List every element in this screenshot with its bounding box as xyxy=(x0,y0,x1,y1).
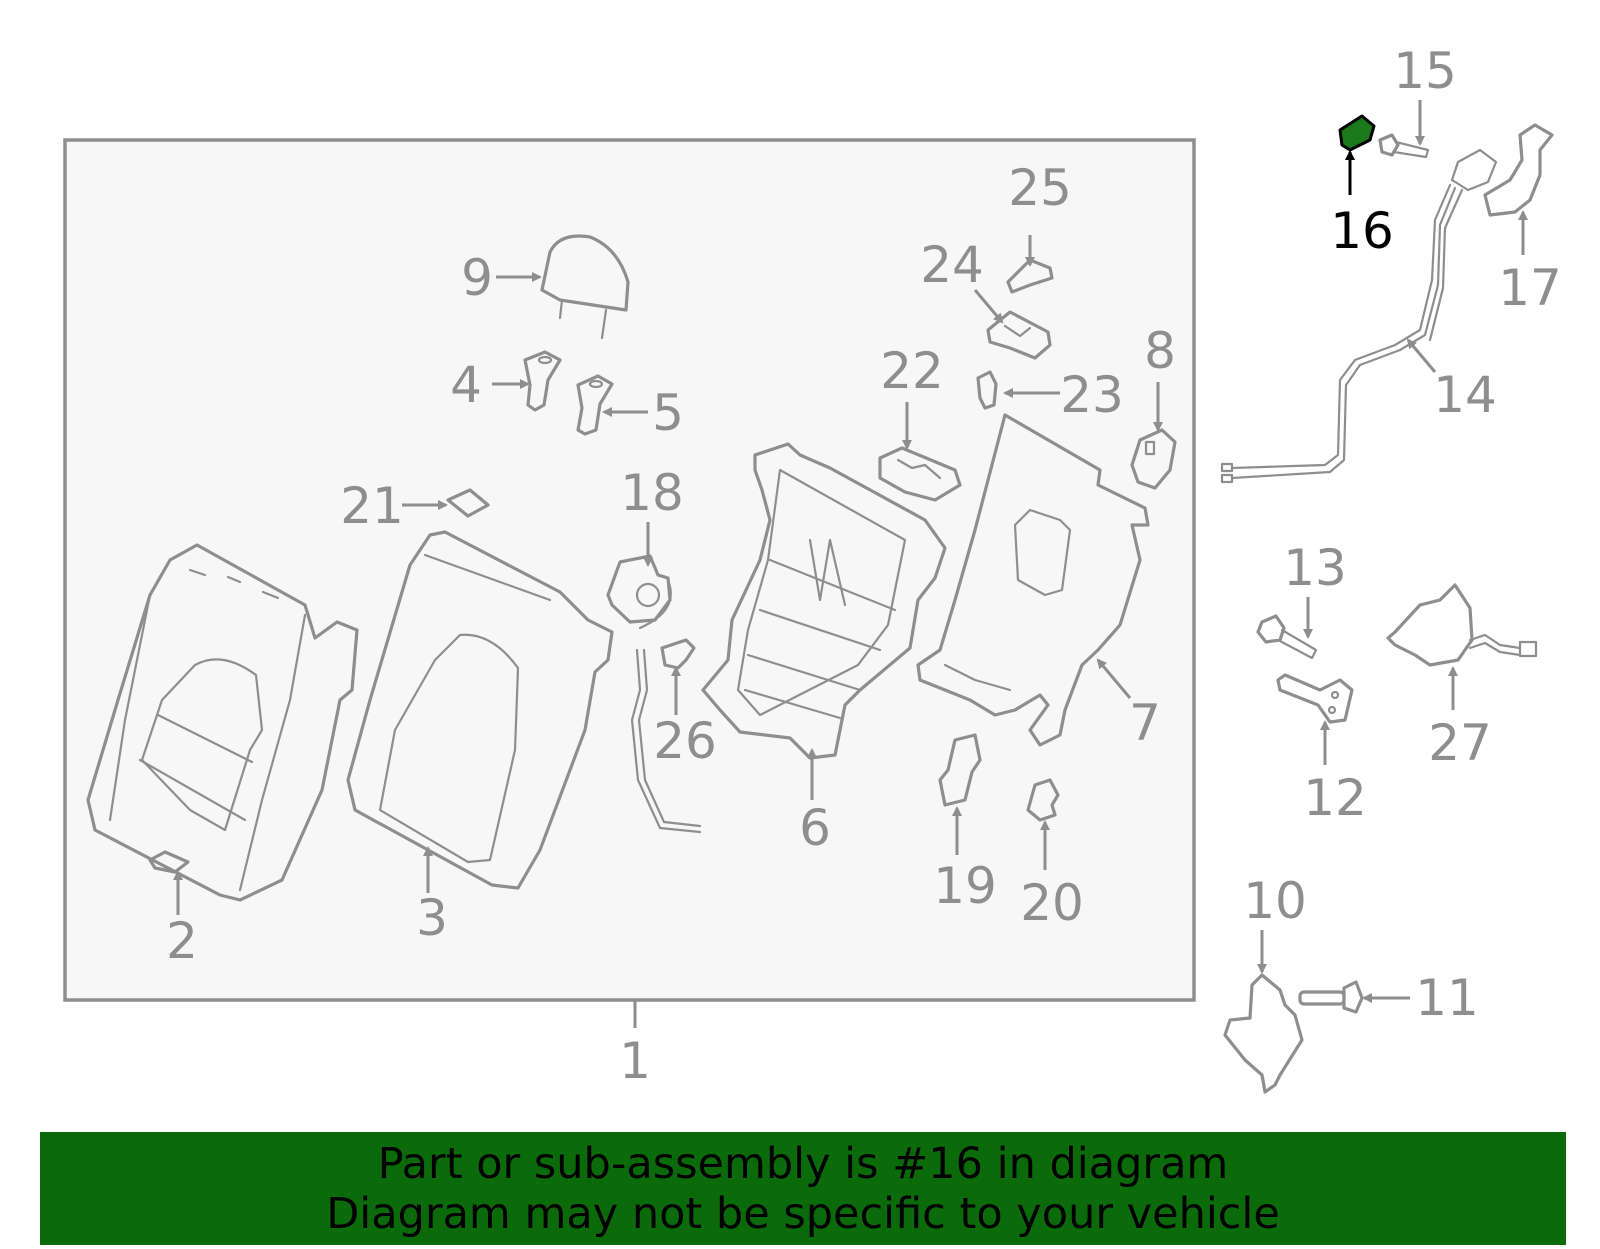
part-11-bolt[interactable] xyxy=(1298,980,1364,1014)
callout-12: 12 xyxy=(1303,769,1367,827)
callout-16: 16 xyxy=(1330,202,1394,260)
release-cable[interactable] xyxy=(630,648,702,834)
info-banner: Part or sub-assembly is #16 in diagram D… xyxy=(40,1132,1566,1245)
callout-14: 14 xyxy=(1433,366,1497,424)
callout-20: 20 xyxy=(1020,874,1084,932)
part-13-bolt[interactable] xyxy=(1256,614,1318,660)
part-19-clip[interactable] xyxy=(938,733,982,807)
part-17-bracket[interactable] xyxy=(1483,123,1554,217)
callout-23: 23 xyxy=(1060,366,1124,424)
callout-25: 25 xyxy=(1008,159,1072,217)
callout-11: 11 xyxy=(1415,969,1479,1027)
callout-1: 1 xyxy=(619,1032,651,1090)
part-16-cap[interactable] xyxy=(1338,114,1376,152)
part-3-seatback-pad[interactable] xyxy=(346,530,614,890)
assembly-box xyxy=(63,138,1196,1002)
part-10-hinge[interactable] xyxy=(1223,973,1304,1094)
callout-labels: 1 2 3 4 5 6 7 8 9 10 11 12 13 14 15 16 1… xyxy=(166,42,1562,1090)
leader-arrows xyxy=(173,100,1528,1003)
part-7-back-panel[interactable] xyxy=(916,413,1150,747)
callout-10: 10 xyxy=(1243,872,1307,930)
callout-3: 3 xyxy=(416,889,448,947)
part-24-striker[interactable] xyxy=(986,310,1052,360)
banner-line-1: Part or sub-assembly is #16 in diagram xyxy=(377,1138,1229,1189)
banner-line-2: Diagram may not be specific to your vehi… xyxy=(326,1188,1280,1239)
callout-7: 7 xyxy=(1129,694,1161,752)
callout-19: 19 xyxy=(933,857,997,915)
callout-18: 18 xyxy=(620,464,684,522)
part-27-sensor[interactable] xyxy=(1386,583,1538,667)
part-21-clip[interactable] xyxy=(446,488,490,518)
callout-22: 22 xyxy=(880,342,944,400)
callout-5: 5 xyxy=(652,384,684,442)
parts-diagram: 1 2 3 4 5 6 7 8 9 10 11 12 13 14 15 16 1… xyxy=(63,42,1562,1094)
callout-21: 21 xyxy=(340,477,404,535)
callout-2: 2 xyxy=(166,912,198,970)
part-9-headrest[interactable] xyxy=(540,234,630,340)
callout-17: 17 xyxy=(1498,259,1562,317)
callout-24: 24 xyxy=(920,236,984,294)
callout-26: 26 xyxy=(653,712,717,770)
part-23-clip[interactable] xyxy=(976,370,998,410)
part-2-seatback-cover[interactable] xyxy=(86,543,359,902)
callout-8: 8 xyxy=(1144,322,1176,380)
part-15-bolt[interactable] xyxy=(1378,133,1430,159)
callout-27: 27 xyxy=(1428,714,1492,772)
part-18-latch[interactable] xyxy=(606,554,672,630)
part-22-bracket[interactable] xyxy=(878,446,962,502)
part-5-headrest-guide[interactable] xyxy=(576,374,614,436)
callout-9: 9 xyxy=(461,249,493,307)
callout-6: 6 xyxy=(799,799,831,857)
part-14-harness[interactable] xyxy=(1220,148,1498,484)
part-26-bracket[interactable] xyxy=(660,638,696,670)
part-20-clip[interactable] xyxy=(1026,778,1060,822)
part-4-headrest-guide[interactable] xyxy=(523,350,562,412)
part-8-trim-cap[interactable] xyxy=(1130,428,1177,490)
callout-13: 13 xyxy=(1283,539,1347,597)
part-12-bracket[interactable] xyxy=(1276,673,1354,724)
part-6-frame[interactable] xyxy=(701,442,947,760)
callout-15: 15 xyxy=(1393,42,1457,100)
callout-4: 4 xyxy=(450,356,482,414)
